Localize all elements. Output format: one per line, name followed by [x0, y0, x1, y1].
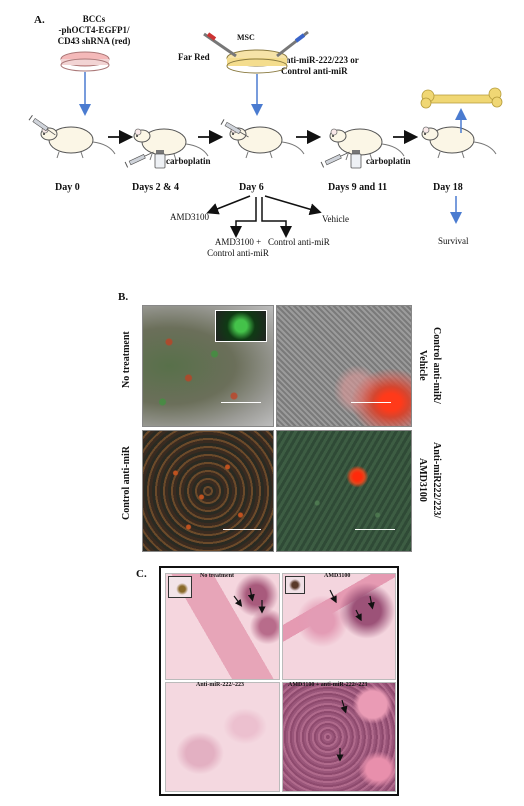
scale-bar [355, 529, 395, 530]
amd-label: AMD3100 [170, 212, 210, 222]
bccs-line1: BCCs [82, 14, 106, 24]
amd-ctrl-line1: AMD3100 + [214, 237, 262, 247]
msc-label: MSC [237, 33, 255, 42]
mouse-day0 [40, 126, 116, 159]
panel-c-label: C. [136, 568, 147, 580]
day0-label: Day 0 [55, 182, 80, 193]
scale-bar [221, 402, 261, 403]
mouse-day18 [421, 126, 497, 159]
vehicle-label: Vehicle [322, 214, 349, 224]
anti-mir-label: anti-miR-222/223 or Control anti-miR [281, 55, 359, 77]
histology-inset [168, 576, 192, 598]
msc-dish [226, 49, 288, 74]
day2-label: Days 2 & 4 [132, 182, 179, 193]
scale-bar [223, 529, 261, 530]
panel-a-label: A. [34, 14, 45, 26]
amd-ctrl-line2: Control anti-miR [207, 248, 269, 258]
carboplatin-label-1: carboplatin [166, 156, 211, 166]
label-anti-mir-amd: Anti-miR222/223/ AMD3100 [415, 420, 443, 540]
far-red-label: Far Red [178, 52, 210, 62]
histology-amd-anti-mir [282, 682, 396, 792]
bone-icon [420, 87, 503, 109]
survival-label: Survival [438, 236, 469, 246]
bccs-line2: -phOCT4-EGFP1/ [58, 25, 130, 35]
inset-zoom [215, 310, 267, 342]
histo-label-no-treatment: No treatment [200, 573, 235, 579]
micrograph-control-anti-mir [142, 430, 274, 552]
pipette-left [203, 32, 237, 58]
micrograph-control-vehicle [276, 305, 412, 427]
amd-ctrl-label: AMD3100 + Control anti-miR [188, 237, 288, 259]
panel-a-schematic [28, 30, 503, 238]
bcc-dish [60, 51, 110, 72]
label-control-vehicle: Control anti-miR/ Vehicle [415, 310, 443, 420]
label-no-treatment: No treatment [121, 331, 132, 389]
carboplatin-label-2: carboplatin [366, 156, 411, 166]
day9-label: Days 9 and 11 [328, 182, 388, 193]
label-control-anti-mir: Control anti-miR [121, 446, 132, 520]
histology-no-treatment [165, 573, 280, 680]
bccs-label: BCCs -phOCT4-EGFP1/ CD43 shRNA (red) [38, 14, 150, 47]
histology-arrows [233, 587, 375, 762]
histology-anti-mir [165, 682, 280, 792]
label-control-vehicle-line1: Control anti-miR/ [431, 326, 442, 404]
bccs-line3: CD43 shRNA (red) [57, 36, 131, 46]
label-anti-mir-amd-line2: AMD3100 [417, 458, 428, 502]
micrograph-anti-mir-amd [276, 430, 412, 552]
histo-label-amd3100: AMD3100 [324, 573, 351, 579]
mouse-day6 [229, 126, 305, 159]
panel-b-label: B. [118, 291, 129, 303]
micrograph-no-treatment [142, 305, 274, 427]
label-control-vehicle-line2: Vehicle [417, 349, 428, 381]
day6-label: Day 6 [239, 182, 264, 193]
anti-mir-line2: Control anti-miR [281, 66, 348, 76]
anti-mir-line1: anti-miR-222/223 or [281, 55, 359, 65]
panel-c-frame [159, 566, 399, 796]
scale-bar [351, 402, 391, 403]
day18-label: Day 18 [433, 182, 463, 193]
histo-label-amd-anti-mir: AMD3100 + anti-miR-222/-223 [288, 682, 368, 688]
histology-inset [285, 576, 305, 594]
label-anti-mir-amd-line1: Anti-miR222/223/ [431, 441, 442, 519]
histo-label-anti-mir: Anti-miR-222/-223 [196, 682, 244, 688]
ctrl-anti-label: Control anti-miR [268, 237, 330, 247]
histology-amd3100 [282, 573, 396, 680]
